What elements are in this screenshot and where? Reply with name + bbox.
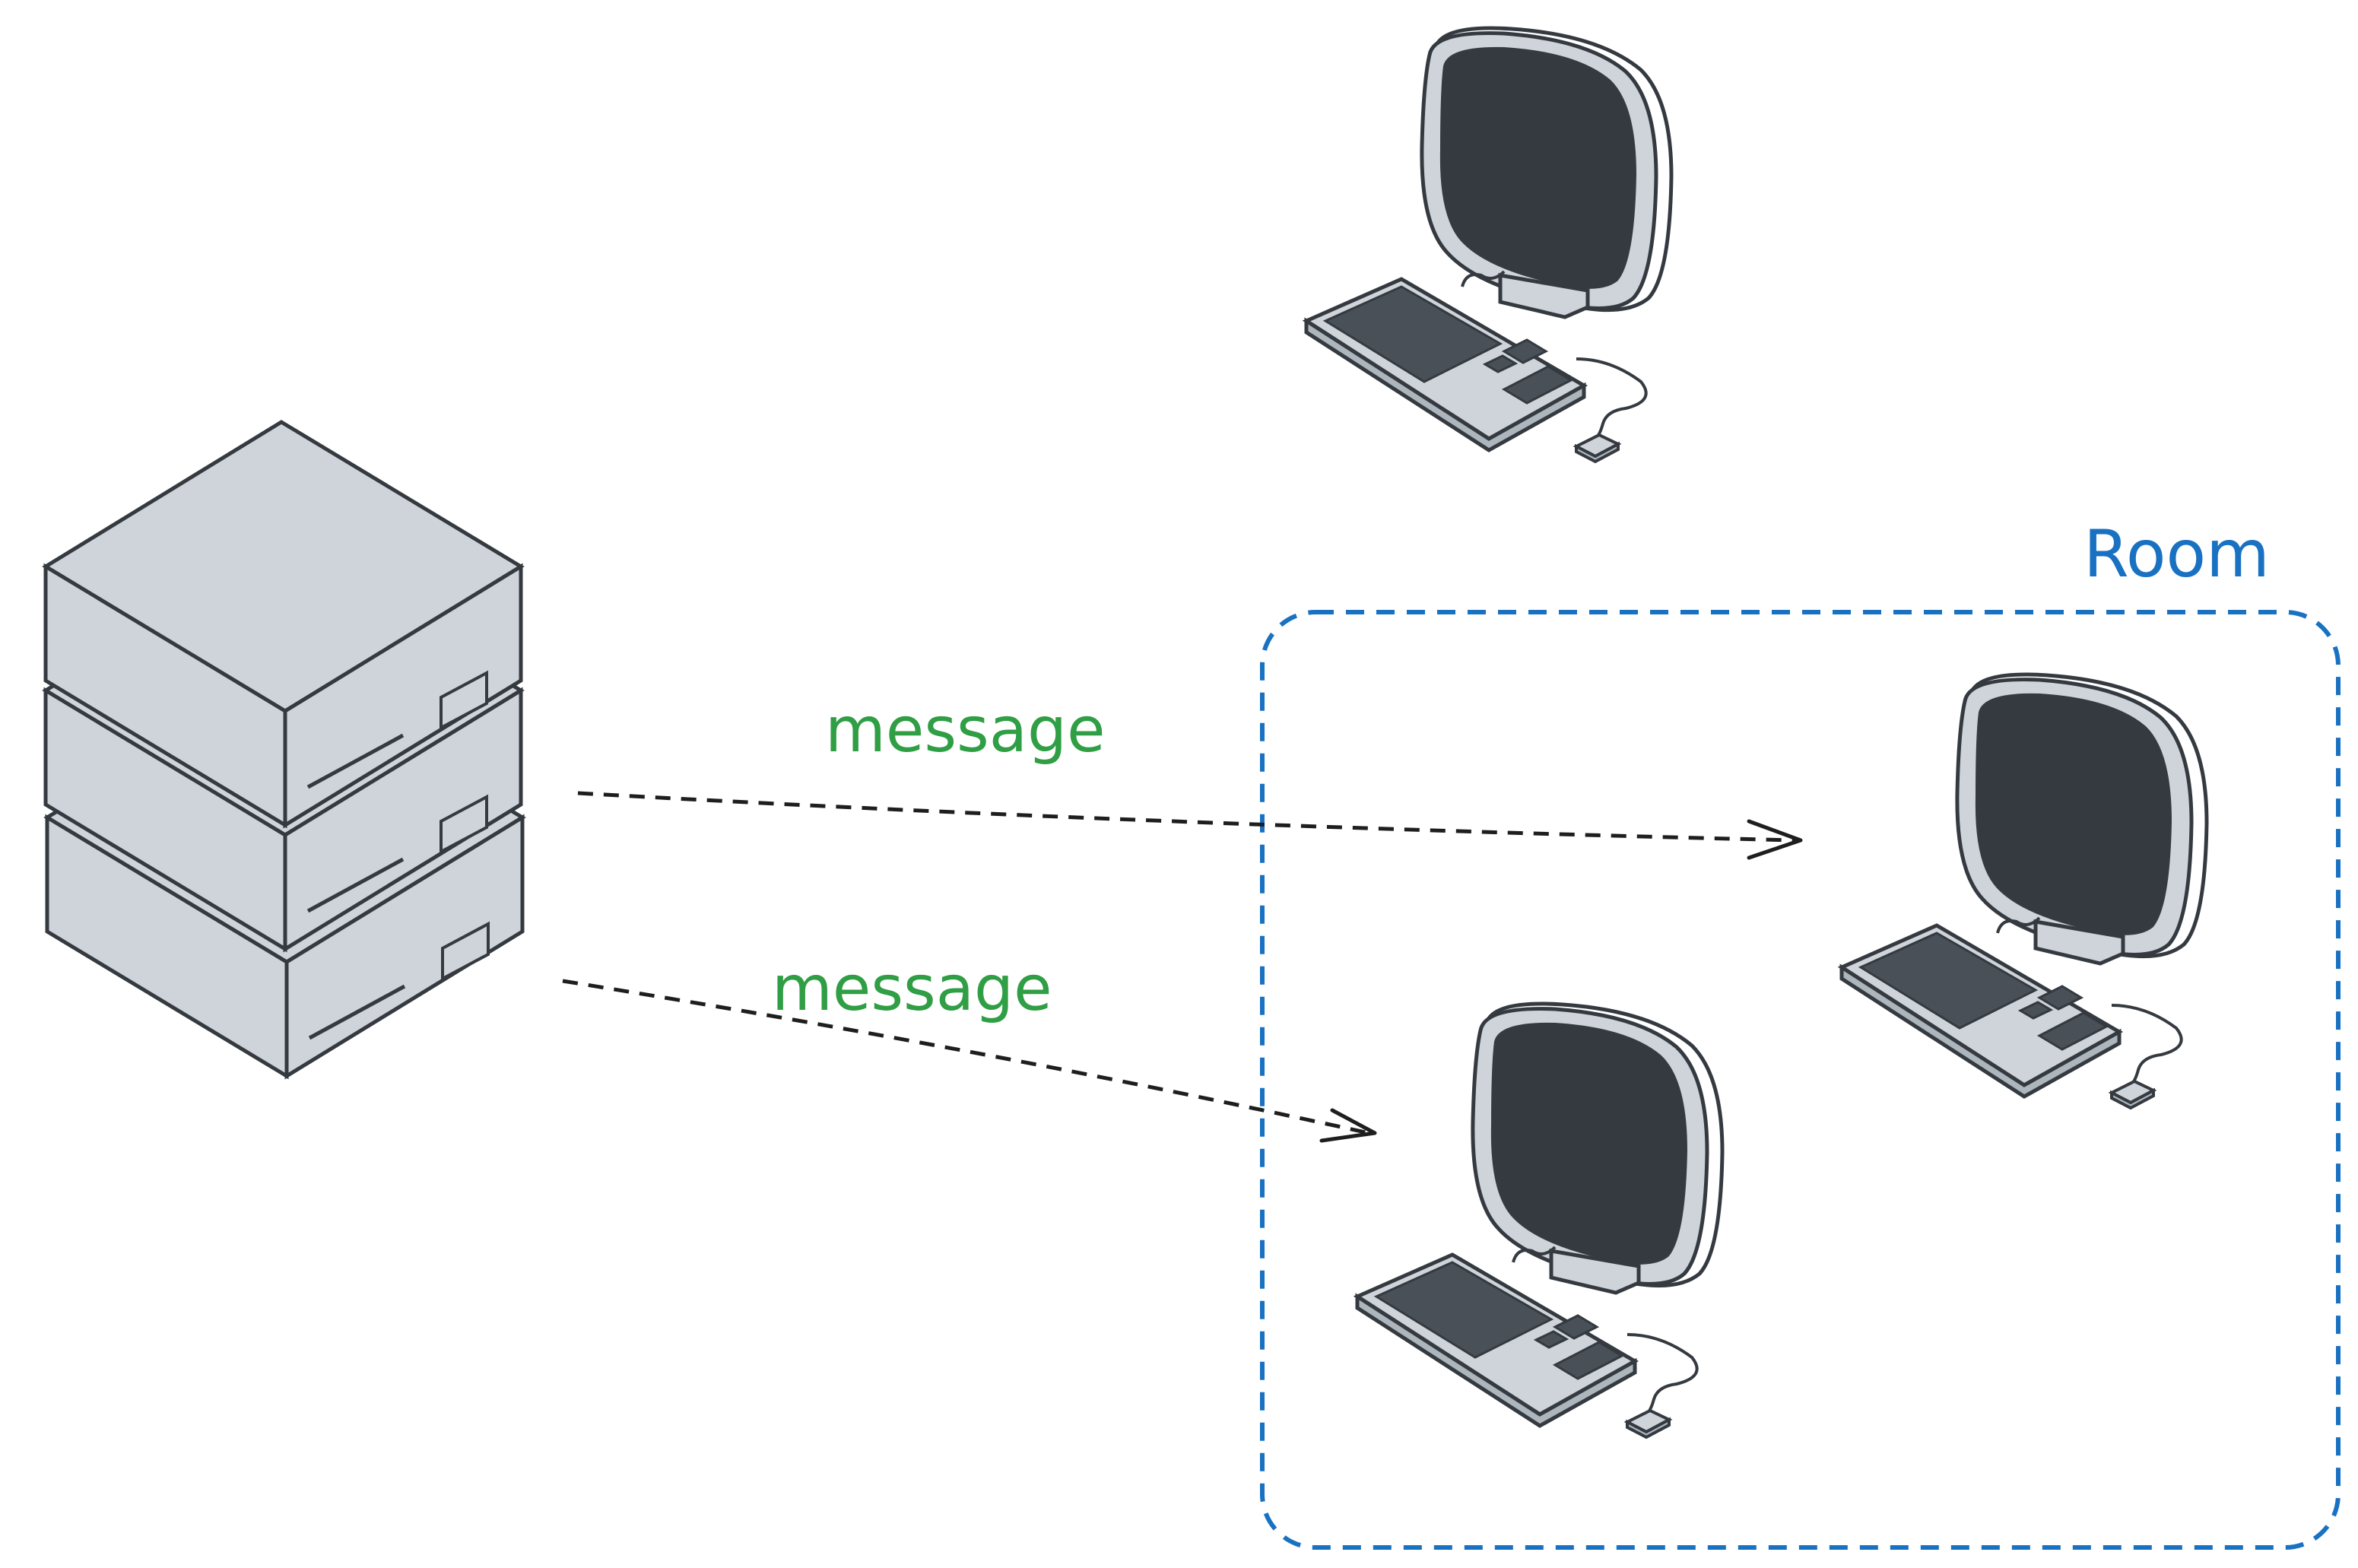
computer-room-bottom — [1357, 1004, 1722, 1437]
message-arrow-2 — [562, 979, 1377, 1143]
server-stack-icon — [46, 422, 522, 1076]
desktop-computer-icon — [1306, 28, 1671, 462]
desktop-computer-icon — [1842, 674, 2207, 1108]
room-boundary — [1260, 610, 2341, 1550]
message-label-1: message — [825, 694, 1106, 767]
message-label-2: message — [772, 953, 1052, 1025]
desktop-computer-icon — [1357, 1004, 1722, 1437]
room-label: Room — [2083, 516, 2270, 592]
message-arrow-1 — [577, 791, 1803, 860]
computer-room-top — [1842, 674, 2207, 1108]
computer-outside-room — [1306, 28, 1671, 462]
